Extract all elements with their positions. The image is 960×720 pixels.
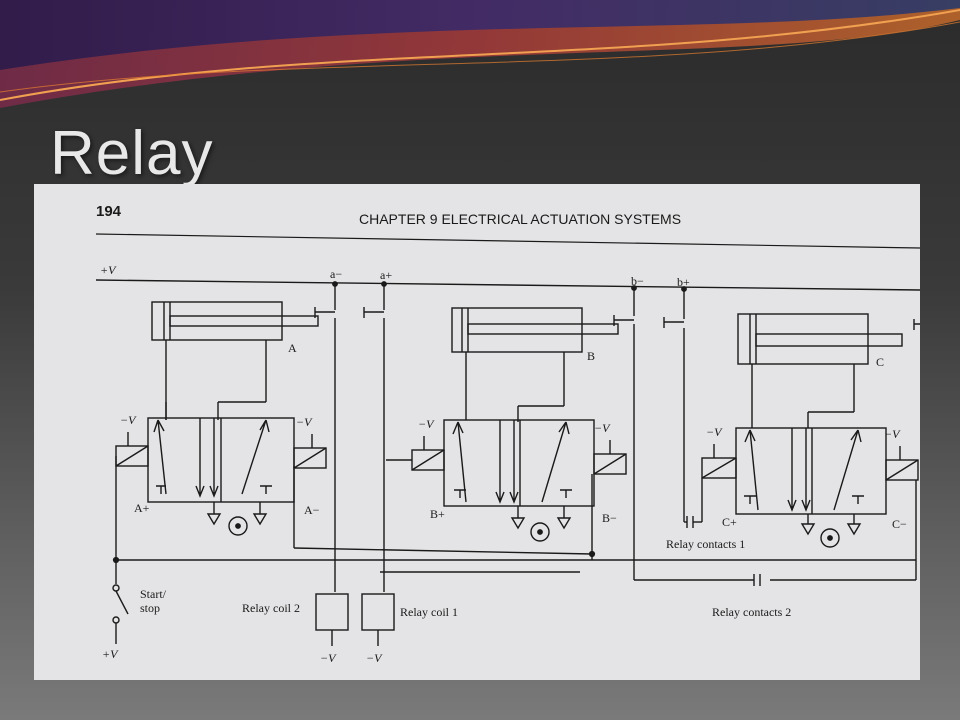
valve-a [115,417,327,536]
neg-supply-c-right: −V [884,427,901,441]
cylinder-c [737,313,903,428]
header-swoosh [0,0,960,108]
cylinder-a-label: A [288,341,297,355]
valve-c [701,427,919,548]
solenoid-b-minus-label: B− [602,511,617,525]
neg-supply-b-right: −V [594,421,611,435]
start-stop-label-line-1: Start/ [140,587,167,601]
relay-coil-2 [315,593,349,646]
cylinder-c-label: C [876,355,884,369]
solenoid-b-plus-label: B+ [430,507,445,521]
limit-switch-drops [314,281,920,330]
solenoid-a-plus-label: A+ [134,501,150,515]
cylinder-a [151,301,319,420]
relay-contacts-1-label: Relay contacts 1 [666,537,745,551]
solenoid-a-minus-label: A− [304,503,320,517]
relay-contacts-2-label: Relay contacts 2 [712,605,791,619]
solenoid-c-minus-label: C− [892,517,907,531]
limit-switch-a-minus-label: a− [330,267,342,281]
neg-supply-a-left: −V [120,413,137,427]
cylinder-b [451,307,619,422]
page-number: 194 [96,203,122,220]
circuit-wiring [112,318,917,592]
limit-switch-a-plus-label: a+ [380,268,392,282]
circuit-diagram-scan: 194 CHAPTER 9 ELECTRICAL ACTUATION SYSTE… [34,184,920,680]
top-rail [95,279,920,291]
supply-label-top: +V [100,263,117,277]
coil-2-neg-supply: −V [320,651,337,665]
cylinder-b-label: B [587,349,595,363]
limit-switch-b-minus-label: b− [631,274,644,288]
supply-label-bottom: +V [102,647,119,661]
chapter-heading: CHAPTER 9 ELECTRICAL ACTUATION SYSTEMS [359,211,681,227]
start-stop-switch [112,560,129,644]
relay-coil-2-label: Relay coil 2 [242,601,300,615]
relay-coil-1 [361,593,395,646]
coil-1-neg-supply: −V [366,651,383,665]
neg-supply-b-left: −V [418,417,435,431]
limit-switch-b-plus-label: b+ [677,275,690,289]
valve-b [411,419,627,542]
relay-coil-1-label: Relay coil 1 [400,605,458,619]
slide-title: Relay [50,119,214,188]
header-rule [95,233,920,249]
solenoid-c-plus-label: C+ [722,515,737,529]
neg-supply-c-left: −V [706,425,723,439]
start-stop-label-line-2: stop [140,601,160,615]
neg-supply-a-right: −V [296,415,313,429]
